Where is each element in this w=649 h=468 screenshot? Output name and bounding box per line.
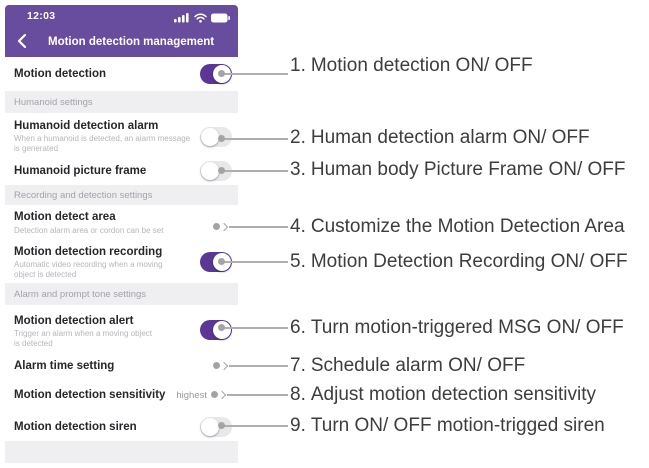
annotation-text: Motion detection ON/ OFF — [310, 55, 533, 76]
annotation-text: Customize the Motion Detection Area — [310, 216, 625, 237]
row-title: Motion detection recording — [14, 246, 163, 258]
row-title: Humanoid picture frame — [14, 165, 147, 177]
row-title: Motion detection alert — [14, 315, 134, 327]
toggle-humanoid-detection-alarm[interactable] — [200, 127, 232, 147]
section-label: Alarm and prompt tone settings — [14, 288, 147, 300]
toggle-knob — [201, 418, 219, 436]
annotation-text: Adjust motion detection sensitivity — [310, 384, 596, 405]
annotation-number: 3. — [290, 159, 306, 180]
row-motion-detection-siren[interactable]: Motion detection siren — [5, 408, 238, 441]
row-title: Motion detection — [14, 68, 106, 80]
leader-dot — [218, 324, 225, 331]
row-title: Motion detection siren — [14, 421, 137, 433]
annotation-number: 4. — [290, 216, 306, 237]
annotation-text: Turn motion-triggered MSG ON/ OFF — [310, 317, 624, 338]
section-label: Recording and detection settings — [14, 189, 153, 201]
row-motion-detection-sensitivity[interactable]: Motion detection sensitivity highest — [5, 380, 238, 408]
annotation-number: 1. — [290, 55, 306, 76]
annotation-2: 2.Human detection alarm ON/ OFF — [290, 127, 590, 149]
row-motion-detect-area[interactable]: Motion detect area Detection alarm area … — [5, 205, 238, 238]
toggle-knob — [201, 128, 219, 146]
annotation-9: 9.Turn ON/ OFF motion-trigged siren — [290, 415, 605, 437]
back-button[interactable] — [15, 32, 31, 50]
app-header: 12:03 — [5, 5, 238, 57]
row-title: Alarm time setting — [14, 360, 115, 372]
annotation-1: 1.Motion detection ON/ OFF — [290, 55, 533, 77]
row-title: Motion detect area — [14, 211, 116, 223]
row-subtitle: Detection alarm area or cordon can be se… — [14, 226, 164, 235]
row-motion-detection[interactable]: Motion detection — [5, 58, 238, 91]
leader-dot — [218, 167, 225, 174]
leader-line — [224, 327, 288, 329]
section-recording-detection-settings: Recording and detection settings — [5, 185, 238, 205]
status-time: 12:03 — [27, 10, 56, 22]
row-motion-detection-recording[interactable]: Motion detection recording Automatic vid… — [5, 238, 238, 282]
section-alarm-prompt-tone-settings: Alarm and prompt tone settings — [5, 283, 238, 305]
leader-dot — [211, 391, 218, 398]
empty-section-bar — [5, 441, 238, 463]
row-title: Humanoid detection alarm — [14, 120, 159, 132]
row-humanoid-detection-alarm[interactable]: Humanoid detection alarm When a humanoid… — [5, 113, 238, 157]
leader-dot — [218, 70, 225, 77]
annotation-number: 2. — [290, 127, 306, 148]
annotation-number: 6. — [290, 317, 306, 338]
row-alarm-time-setting[interactable]: Alarm time setting — [5, 350, 238, 380]
leader-dot — [213, 362, 220, 369]
wifi-icon — [194, 12, 207, 23]
row-subtitle: Automatic video recording when a moving … — [14, 260, 163, 279]
leader-dot — [213, 223, 220, 230]
leader-line — [224, 138, 288, 140]
toggle-humanoid-picture-frame[interactable] — [200, 161, 232, 181]
annotation-number: 9. — [290, 415, 306, 436]
annotation-8: 8.Adjust motion detection sensitivity — [290, 384, 596, 406]
status-icons — [174, 12, 230, 23]
leader-line — [229, 365, 288, 367]
row-humanoid-picture-frame[interactable]: Humanoid picture frame — [5, 157, 238, 185]
leader-line — [224, 170, 288, 172]
back-chevron-icon — [17, 33, 27, 49]
annotation-5: 5.Motion Detection Recording ON/ OFF — [290, 251, 628, 273]
annotation-text: Motion Detection Recording ON/ OFF — [310, 251, 628, 272]
toggle-knob — [201, 162, 219, 180]
annotation-number: 5. — [290, 251, 306, 272]
row-subtitle: Trigger an alarm when a moving object is… — [14, 329, 152, 348]
battery-icon — [211, 13, 230, 22]
toggle-motion-detection-alert[interactable] — [200, 320, 232, 340]
annotation-text: Schedule alarm ON/ OFF — [310, 355, 526, 376]
annotation-text: Human body Picture Frame ON/ OFF — [310, 159, 626, 180]
row-motion-detection-alert[interactable]: Motion detection alert Trigger an alarm … — [5, 305, 238, 350]
section-humanoid-settings: Humanoid settings — [5, 91, 238, 113]
leader-line — [227, 394, 288, 396]
annotation-text: Turn ON/ OFF motion-trigged siren — [310, 415, 605, 436]
annotation-text: Human detection alarm ON/ OFF — [310, 127, 590, 148]
annotation-3: 3.Human body Picture Frame ON/ OFF — [290, 159, 626, 181]
leader-dot — [218, 422, 225, 429]
row-subtitle: When a humanoid is detected, an alarm me… — [14, 134, 191, 153]
annotation-7: 7.Schedule alarm ON/ OFF — [290, 355, 525, 377]
row-title: Motion detection sensitivity — [14, 389, 166, 401]
annotation-number: 8. — [290, 384, 306, 405]
cellular-signal-icon — [174, 13, 189, 23]
toggle-motion-detection-siren[interactable] — [200, 417, 232, 437]
leader-dot — [218, 258, 225, 265]
annotation-6: 6.Turn motion-triggered MSG ON/ OFF — [290, 317, 624, 339]
leader-line — [224, 261, 288, 263]
leader-dot — [218, 135, 225, 142]
section-label: Humanoid settings — [14, 96, 93, 108]
leader-line — [224, 425, 288, 427]
leader-line — [229, 226, 288, 228]
page-title: Motion detection management — [48, 36, 215, 48]
leader-line — [224, 73, 288, 75]
annotation-number: 7. — [290, 355, 306, 376]
annotation-4: 4.Customize the Motion Detection Area — [290, 216, 625, 238]
sensitivity-value: highest — [176, 390, 207, 401]
phone-screen: 12:03 — [5, 5, 238, 463]
